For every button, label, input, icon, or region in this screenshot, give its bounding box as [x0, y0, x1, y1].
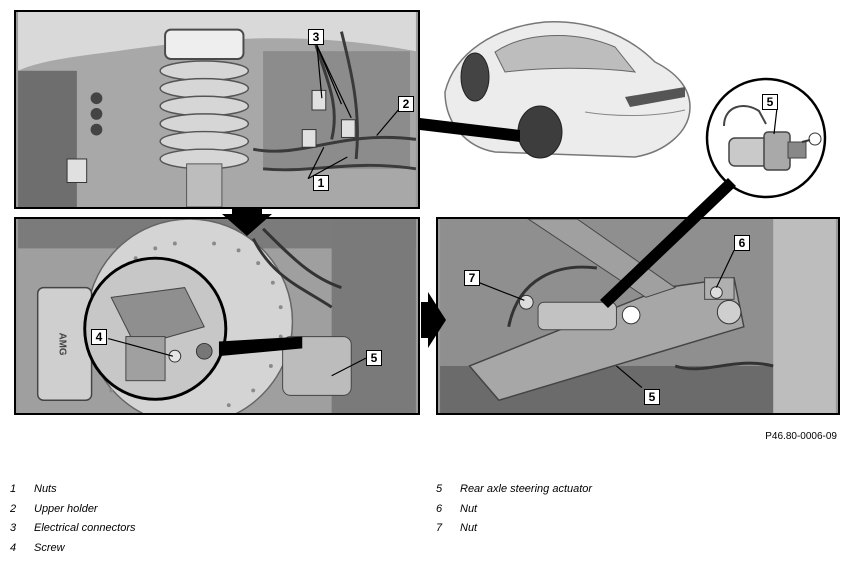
illustration-panel-spring: 3 2 1	[14, 10, 420, 209]
legend-number: 7	[436, 522, 460, 534]
spring-illustration	[16, 12, 418, 207]
legend-label: Nuts	[34, 483, 57, 495]
legend-left: 1 Nuts 2 Upper holder 3 Electrical conne…	[10, 483, 136, 561]
control-arm-illustration	[438, 219, 838, 413]
brake-illustration: AMG	[16, 219, 418, 413]
vehicle-thumbnail	[435, 12, 695, 172]
legend-number: 6	[436, 503, 460, 515]
legend-number: 3	[10, 522, 34, 534]
legend-label: Electrical connectors	[34, 522, 136, 534]
callout-4: 4	[91, 329, 107, 345]
callout-7: 7	[464, 270, 480, 286]
legend-number: 4	[10, 542, 34, 554]
legend-label: Upper holder	[34, 503, 98, 515]
legend-right: 5 Rear axle steering actuator 6 Nut 7 Nu…	[436, 483, 592, 542]
inset-callout-5: 5	[762, 94, 778, 110]
legend-item: 1 Nuts	[10, 483, 136, 503]
legend-label: Screw	[34, 542, 65, 554]
legend-item: 5 Rear axle steering actuator	[436, 483, 592, 503]
legend-number: 5	[436, 483, 460, 495]
legend-label: Nut	[460, 522, 477, 534]
legend-number: 2	[10, 503, 34, 515]
illustration-panel-brake: AMG 4 5	[14, 217, 420, 415]
callout-3: 3	[308, 29, 324, 45]
illustration-panel-control-arm: 7 6 5	[436, 217, 840, 415]
legend-label: Rear axle steering actuator	[460, 483, 592, 495]
callout-6: 6	[734, 235, 750, 251]
legend-item: 4 Screw	[10, 542, 136, 561]
legend-number: 1	[10, 483, 34, 495]
legend-item: 7 Nut	[436, 522, 592, 542]
legend-label: Nut	[460, 503, 477, 515]
svg-text:AMG: AMG	[56, 333, 67, 356]
callout-1: 1	[313, 175, 329, 191]
callout-5-left: 5	[366, 350, 382, 366]
legend-item: 2 Upper holder	[10, 503, 136, 523]
legend-item: 3 Electrical connectors	[10, 522, 136, 542]
figure-id: P46.80-0006-09	[765, 431, 837, 442]
callout-2: 2	[398, 96, 414, 112]
legend-item: 6 Nut	[436, 503, 592, 523]
callout-5-right: 5	[644, 389, 660, 405]
